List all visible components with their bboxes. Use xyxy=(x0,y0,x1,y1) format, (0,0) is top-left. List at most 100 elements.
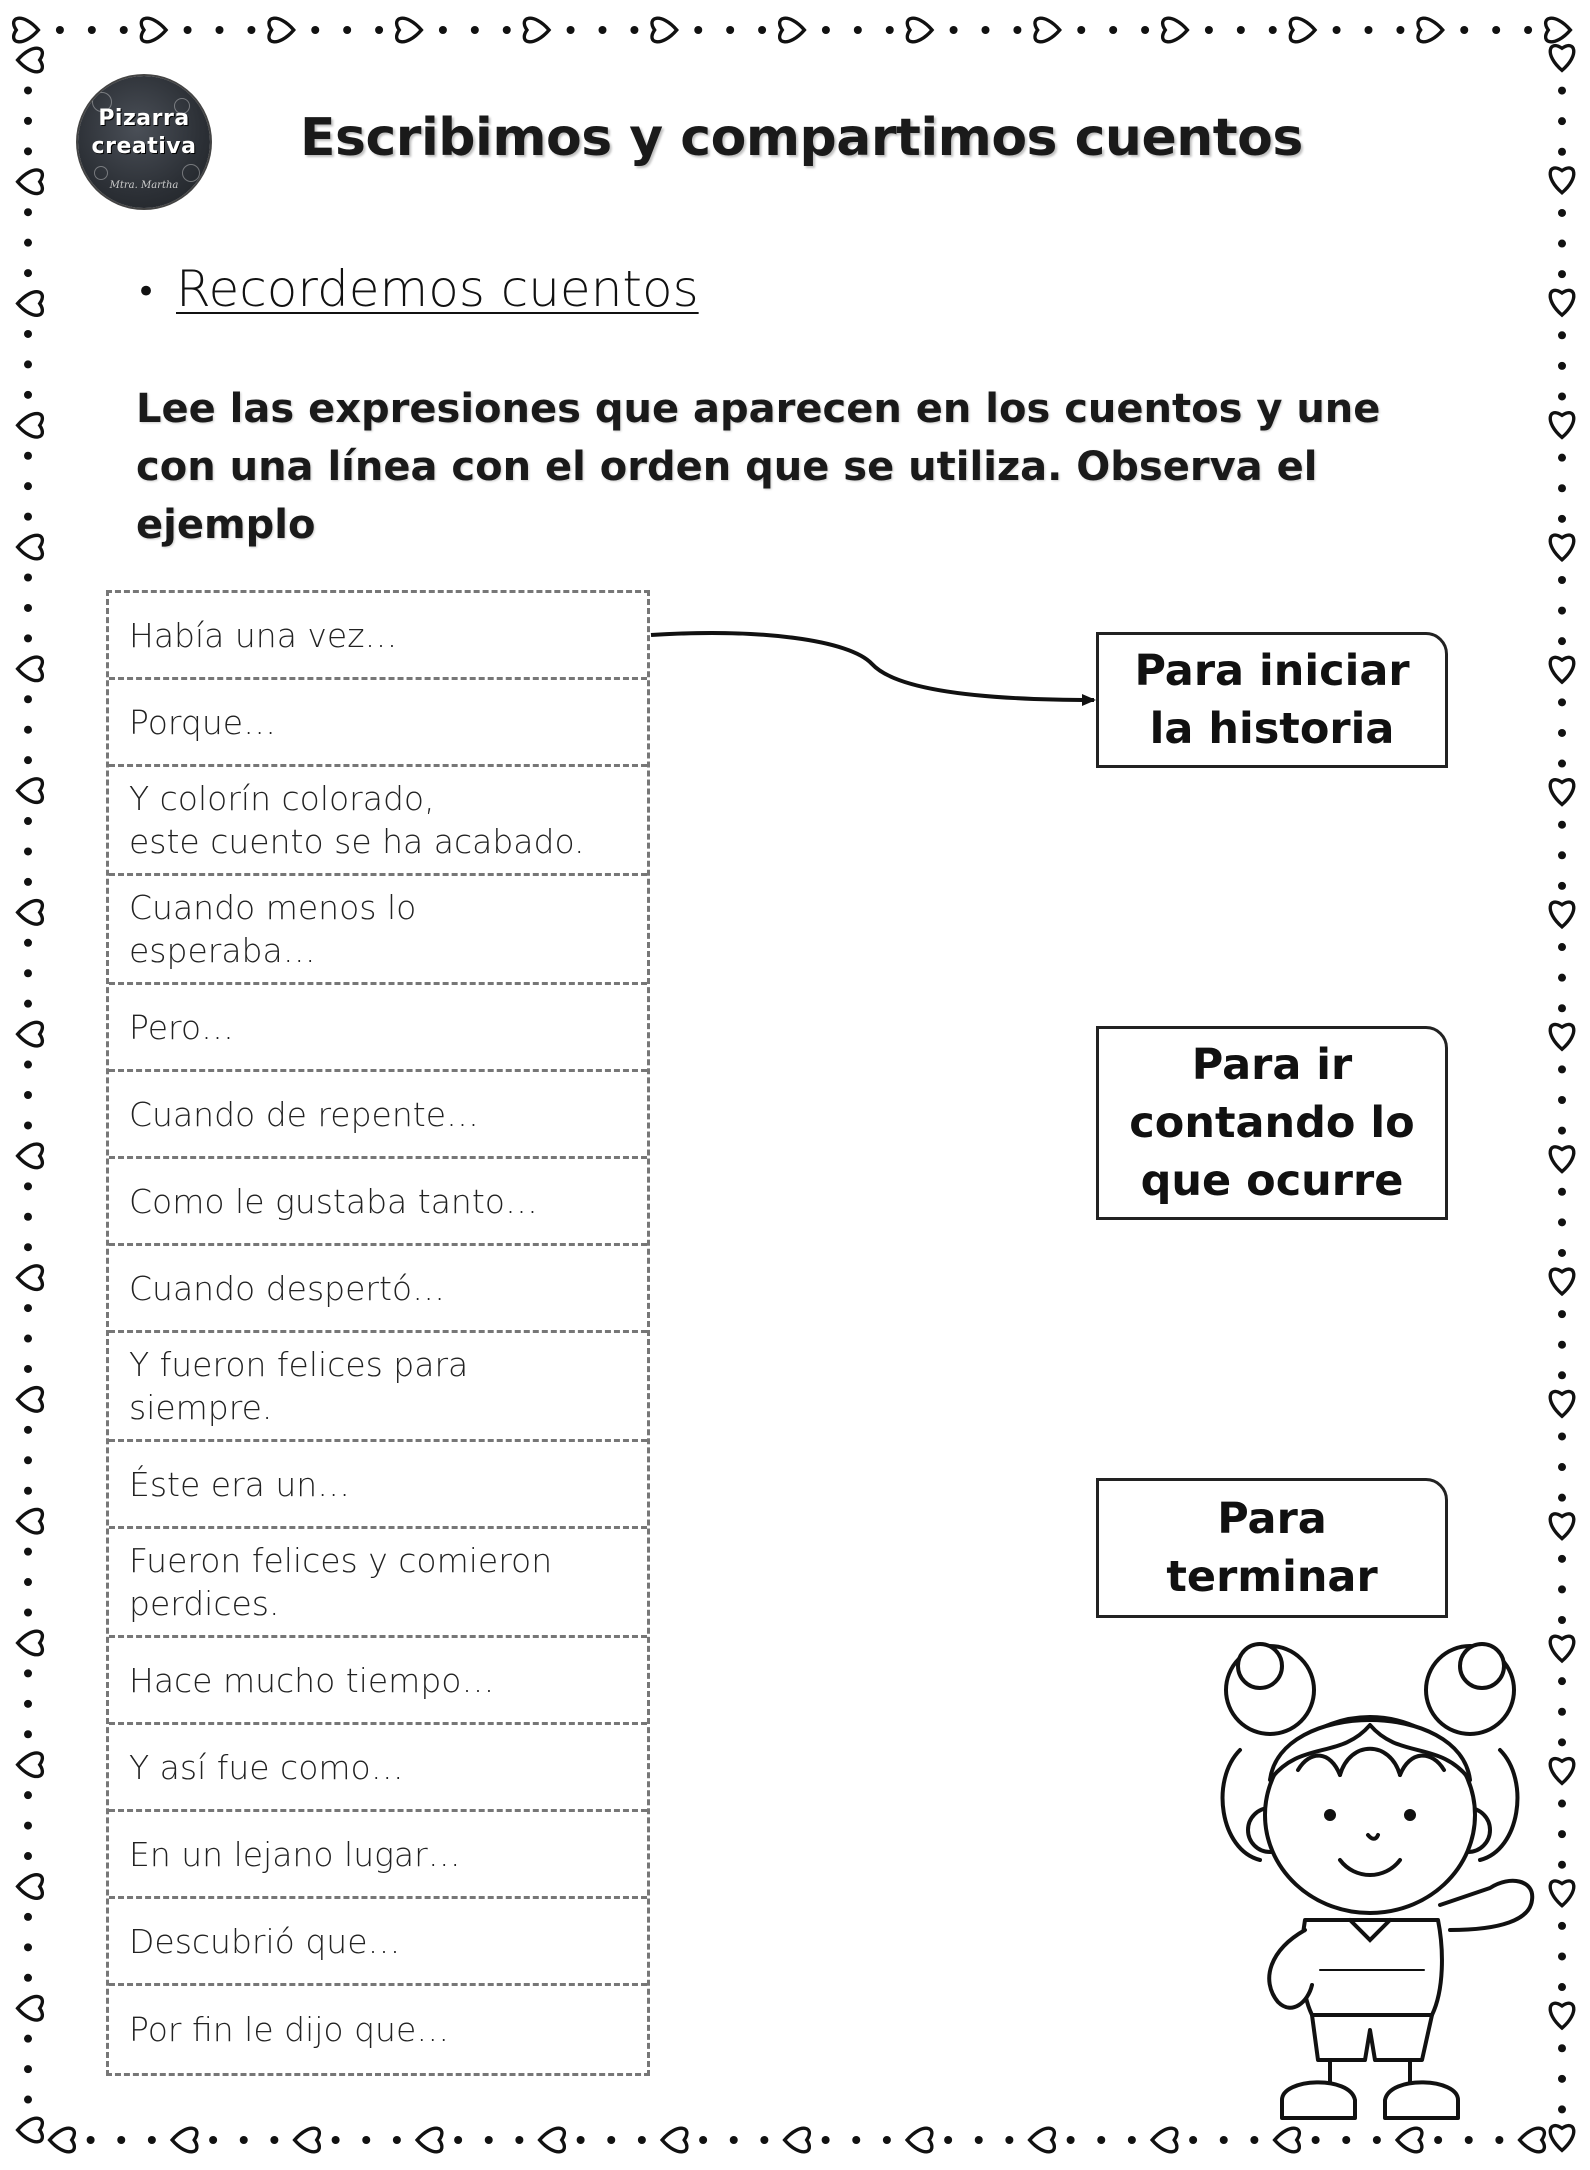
target-label-line: Para xyxy=(1217,1494,1327,1544)
border-dot xyxy=(981,26,990,34)
border-dot xyxy=(1558,1004,1566,1013)
border-heart-icon xyxy=(15,1386,44,1413)
border-dot xyxy=(209,2136,218,2144)
phrase-item[interactable]: Cuando despertó… xyxy=(109,1246,647,1333)
border-dot xyxy=(119,26,128,34)
phrase-item[interactable]: Porque… xyxy=(109,680,647,767)
phrase-line: Y colorín colorado, xyxy=(129,779,435,818)
border-heart-icon xyxy=(904,2126,934,2154)
phrase-item[interactable]: Cuando de repente… xyxy=(109,1072,647,1159)
phrase-item[interactable]: Descubrió que… xyxy=(109,1899,647,1986)
border-dot xyxy=(1558,453,1566,462)
border-dot xyxy=(699,2136,708,2144)
phrase-item[interactable]: Y así fue como… xyxy=(109,1725,647,1812)
border-dot xyxy=(885,26,894,34)
border-dot xyxy=(24,1547,32,1556)
border-dot xyxy=(24,1943,32,1952)
pizarra-creativa-logo: Pizarra creativa Mtra. Martha xyxy=(78,76,210,208)
target-box-end[interactable]: Para terminar xyxy=(1096,1478,1448,1618)
border-dot xyxy=(1464,2136,1473,2144)
border-dot xyxy=(1189,2136,1198,2144)
border-heart-icon xyxy=(659,2126,689,2154)
border-heart-icon xyxy=(1548,1634,1576,1664)
border-dot xyxy=(24,1304,32,1313)
border-dot xyxy=(24,329,32,338)
border-dot xyxy=(470,26,479,34)
border-heart-icon xyxy=(650,16,679,44)
border-dot xyxy=(821,2136,830,2144)
border-dot xyxy=(24,1121,32,1130)
phrase-item[interactable]: Había una vez… xyxy=(109,593,647,680)
border-heart-icon xyxy=(1548,1389,1576,1419)
border-dot xyxy=(1311,2136,1320,2144)
border-heart-icon xyxy=(1027,2126,1056,2154)
phrase-item[interactable]: Como le gustaba tanto… xyxy=(109,1159,647,1246)
phrase-item[interactable]: Hace mucho tiempo… xyxy=(109,1638,647,1725)
phrase-line: Había una vez… xyxy=(129,615,398,655)
border-heart-icon xyxy=(1548,533,1576,563)
border-dot xyxy=(484,2136,493,2144)
border-heart-icon xyxy=(15,655,44,683)
border-dot xyxy=(1558,117,1566,126)
border-dot xyxy=(1558,1493,1566,1502)
border-dot xyxy=(438,26,447,34)
phrase-item[interactable]: En un lejano lugar… xyxy=(109,1812,647,1899)
border-dot xyxy=(24,1669,32,1678)
border-dot xyxy=(24,1456,32,1465)
border-heart-icon xyxy=(778,16,807,44)
border-dot xyxy=(24,603,32,612)
border-heart-icon xyxy=(414,2126,444,2154)
instructions-text: Lee las expresiones que aparecen en los … xyxy=(136,386,1381,548)
border-heart-icon xyxy=(15,1264,44,1292)
target-box-middle[interactable]: Para ir contando lo que ocurre xyxy=(1096,1026,1448,1220)
border-dot xyxy=(24,86,32,95)
border-dot xyxy=(1558,392,1566,401)
border-dot xyxy=(1066,2136,1075,2144)
border-dot xyxy=(24,116,32,125)
border-dot xyxy=(1558,1310,1566,1319)
border-dot xyxy=(1558,1218,1566,1227)
border-heart-icon xyxy=(1548,900,1576,930)
border-dot xyxy=(24,1091,32,1099)
logo-text-line3: Mtra. Martha xyxy=(109,180,179,191)
border-dot xyxy=(1558,1707,1566,1716)
phrase-item[interactable]: Y colorín colorado,este cuento se ha aca… xyxy=(109,767,647,876)
border-heart-icon xyxy=(1548,411,1576,440)
border-dot xyxy=(247,26,256,34)
border-heart-icon xyxy=(1548,778,1576,807)
border-heart-icon xyxy=(15,290,44,317)
border-dot xyxy=(24,847,32,856)
border-dot xyxy=(502,26,511,34)
border-heart-icon xyxy=(1548,1512,1576,1541)
border-dot xyxy=(1558,1921,1566,1930)
border-heart-icon xyxy=(1544,16,1573,44)
target-label-line: Para iniciar xyxy=(1134,646,1410,696)
border-dot xyxy=(1268,26,1277,34)
phrase-line: Porque… xyxy=(129,702,277,742)
target-box-start[interactable]: Para iniciar la historia xyxy=(1096,632,1448,768)
phrase-item[interactable]: Por fin le dijo que… xyxy=(109,1986,647,2073)
border-dot xyxy=(24,969,32,978)
border-dot xyxy=(1558,361,1566,370)
phrase-item[interactable]: Pero… xyxy=(109,985,647,1072)
border-dot xyxy=(1558,1860,1566,1869)
border-dot xyxy=(1141,26,1150,34)
border-dot xyxy=(24,512,32,521)
logo-text-line2: creativa xyxy=(91,134,197,159)
border-heart-icon xyxy=(292,2126,321,2154)
border-heart-icon xyxy=(15,1994,44,2022)
border-dot xyxy=(821,26,830,34)
phrase-item[interactable]: Éste era un… xyxy=(109,1442,647,1529)
border-dot xyxy=(24,1486,32,1495)
phrase-line: Y fueron felices para xyxy=(129,1345,469,1384)
border-dot xyxy=(1109,26,1118,34)
border-dot xyxy=(24,1243,32,1252)
border-dot xyxy=(1204,26,1213,34)
border-heart-icon xyxy=(15,533,44,561)
phrase-line: esperaba… xyxy=(129,931,316,970)
phrase-line: Como le gustaba tanto… xyxy=(129,1181,538,1221)
border-heart-icon xyxy=(139,16,169,44)
